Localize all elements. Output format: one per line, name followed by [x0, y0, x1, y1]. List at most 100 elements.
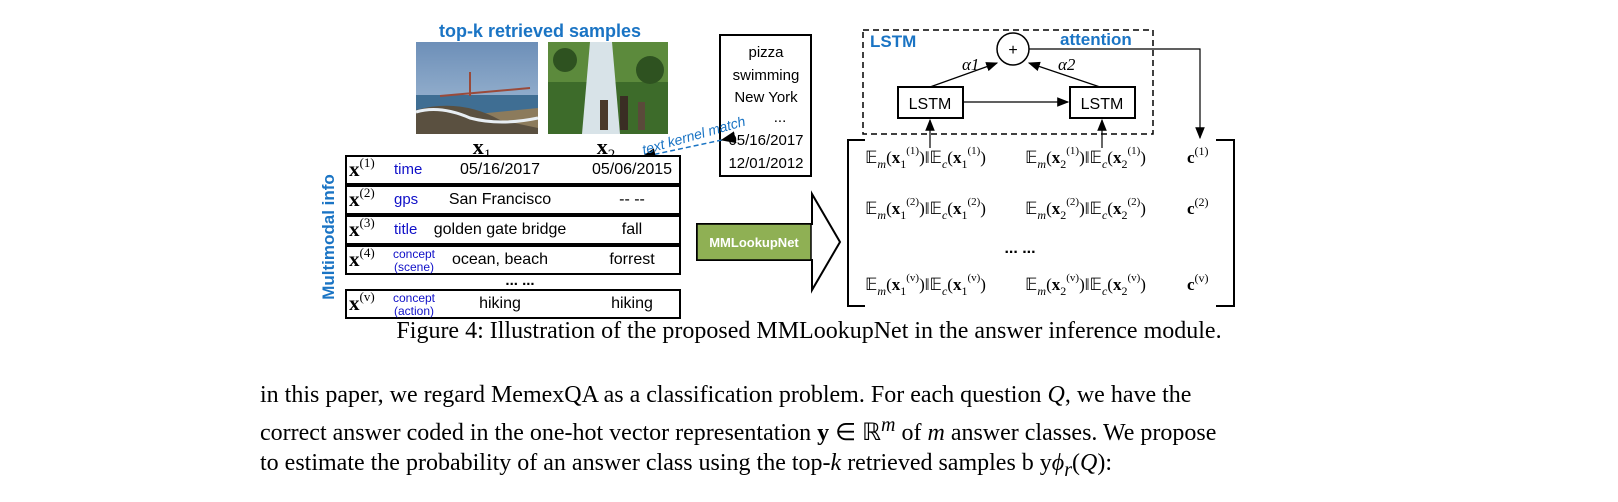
matrix-glyph: x: [953, 148, 962, 167]
row-symbol-sup: (1): [360, 155, 375, 170]
match-arrow: [640, 131, 737, 161]
matrix-glyph: 𝔼: [1025, 199, 1037, 218]
matrix-glyph: x: [1113, 148, 1122, 167]
matrix-glyph: x: [892, 199, 901, 218]
matrix-glyph: x: [1052, 199, 1061, 218]
row-symbol-base: x: [349, 187, 360, 211]
row-value-1: San Francisco: [449, 191, 551, 208]
matrix-glyph: 𝔼: [865, 199, 877, 218]
matrix-glyph: c: [942, 284, 948, 298]
matrix-glyph: (: [886, 148, 892, 167]
body-text-2c: answer classes. We propose: [944, 420, 1217, 446]
matrix-glyph: (: [947, 148, 953, 167]
matrix-glyph: 1: [961, 284, 967, 298]
row-symbol-base: x: [349, 247, 360, 271]
body-paragraph: in this paper, we regard MemexQA as a cl…: [260, 380, 1380, 485]
text-box-line-4: ...: [774, 109, 787, 126]
matrix-glyph: x: [953, 275, 962, 294]
matrix-glyph: 1: [900, 157, 906, 171]
row-value-1: golden gate bridge: [434, 221, 567, 238]
matrix-entry: 𝔼m(x2(1))‖𝔼c(x2(1)): [1025, 145, 1146, 171]
matrix-glyph: (2): [906, 196, 919, 208]
body-text-3d: ):: [1097, 450, 1113, 476]
row-symbol: x(1): [349, 155, 375, 181]
matrix-bracket-left: [847, 139, 865, 307]
matrix-glyph: ‖: [1085, 148, 1090, 167]
matrix-glyph: ‖: [925, 275, 930, 294]
matrix-glyph: 2: [1121, 208, 1127, 222]
matrix-c-base: c: [1187, 275, 1195, 294]
matrix-glyph: (: [1046, 199, 1052, 218]
body-math-in: ∈ ℝ: [829, 420, 882, 446]
body-text-2a: correct answer coded in the one-hot vect…: [260, 420, 818, 446]
row-field: title: [394, 221, 417, 238]
alpha1-label: α1: [962, 55, 979, 74]
lstm-cell-2-label: LSTM: [1081, 96, 1124, 113]
matrix-glyph: ): [980, 199, 986, 218]
figure-4-diagram: top-k retrieved samples x1 x2 pizza swim…: [319, 21, 1235, 319]
multimodal-side-label: Multimodal info: [319, 174, 338, 300]
body-text-3b: retrieved samples b y: [841, 450, 1052, 476]
matrix-glyph: c: [1102, 157, 1108, 171]
matrix-glyph: ): [1140, 275, 1146, 294]
matrix-c-sup: (2): [1195, 195, 1209, 209]
alpha2-arrow: [1027, 61, 1101, 88]
body-text-1a: in this paper, we regard MemexQA as a cl…: [260, 382, 1048, 408]
table-row: [345, 289, 681, 319]
matrix-glyph: ): [1079, 148, 1085, 167]
body-line-2: correct answer coded in the one-hot vect…: [260, 410, 1380, 448]
matrix-rows: 𝔼m(x1(1))‖𝔼c(x1(1))𝔼m(x2(1))‖𝔼c(x2(1))c(…: [865, 144, 1209, 298]
text-box-line-6: 12/01/2012: [728, 155, 803, 172]
matrix-glyph: 𝔼: [930, 148, 942, 167]
text-box-line-3: New York: [734, 89, 798, 106]
matrix-glyph: c: [1102, 208, 1108, 222]
matrix-glyph: (2): [1127, 196, 1140, 208]
matrix-glyph: (1): [1066, 145, 1079, 157]
row-field: concept: [393, 247, 436, 261]
mmlookup-block: MMLookupNet: [696, 190, 842, 294]
text-box-line-2: swimming: [733, 67, 800, 84]
matrix-c-base: c: [1187, 148, 1195, 167]
matrix-glyph: 𝔼: [1025, 148, 1037, 167]
matrix-glyph: (1): [967, 145, 980, 157]
matrix-c-entry: c(1): [1187, 144, 1209, 167]
body-math-r: r: [1064, 458, 1073, 481]
row-value-2: -- --: [619, 191, 645, 208]
body-math-phi: ϕ: [1051, 450, 1065, 476]
table-row: [345, 185, 681, 215]
matrix-glyph: ): [980, 275, 986, 294]
lstm-cell-1-label: LSTM: [909, 96, 952, 113]
body-text-2b: of: [895, 420, 928, 446]
sample-photo-2: [548, 42, 668, 134]
matrix-glyph: (v): [967, 272, 980, 284]
matrix-glyph: 2: [1121, 157, 1127, 171]
matrix-glyph: x: [953, 199, 962, 218]
matrix-glyph: (: [1107, 275, 1113, 294]
row-symbol-sup: (4): [360, 245, 375, 260]
matrix-glyph: x: [892, 148, 901, 167]
body-math-q2: Q: [1080, 450, 1098, 476]
row-value-1: 05/16/2017: [460, 161, 540, 178]
matrix-glyph: x: [1052, 148, 1061, 167]
sample-label-1-base: x: [473, 134, 484, 159]
body-text-3c: (: [1072, 450, 1081, 476]
matrix-glyph: 1: [961, 157, 967, 171]
matrix-entry: 𝔼m(x1(v))‖𝔼c(x1(v)): [865, 272, 986, 298]
row-value-2: hiking: [611, 295, 653, 312]
row-field: concept: [393, 291, 436, 305]
matrix-glyph: 𝔼: [1025, 275, 1037, 294]
matrix-glyph: 2: [1060, 208, 1066, 222]
matrix-glyph: c: [942, 208, 948, 222]
matrix-glyph: (2): [1066, 196, 1079, 208]
row-symbol-base: x: [349, 157, 360, 181]
attention-output-arrow: [1029, 48, 1205, 140]
matrix-glyph: 2: [1121, 284, 1127, 298]
text-box-line-5: 05/16/2017: [728, 132, 803, 149]
matrix-c-sup: (v): [1195, 271, 1209, 285]
row-symbol-sup: (v): [360, 289, 375, 304]
table-row: [345, 215, 681, 245]
matrix-glyph: m: [1037, 208, 1046, 222]
matrix-glyph: (: [1046, 275, 1052, 294]
matrix-glyph: (v): [1127, 272, 1140, 284]
